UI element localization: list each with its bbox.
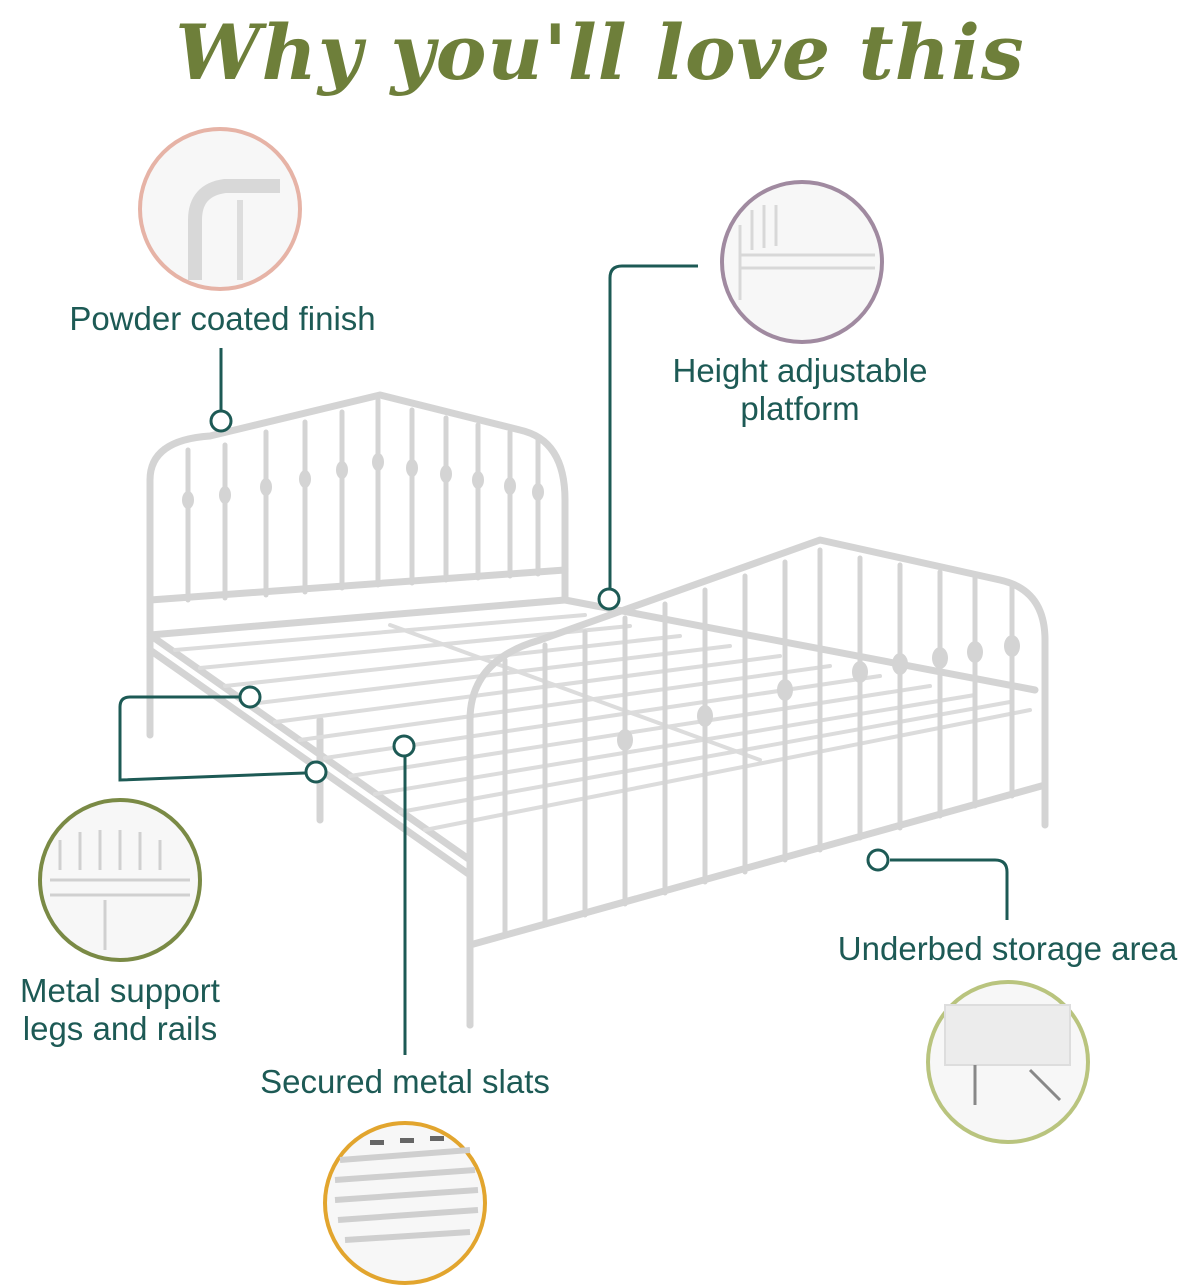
label-secured-metal-slats: Secured metal slats (260, 1063, 550, 1100)
label-powder-coated-finish: Powder coated finish (69, 300, 376, 337)
label-height-adjustable: Height adjustable platform (640, 352, 960, 428)
label-metal-support: Metal support legs and rails (0, 972, 240, 1048)
label-underbed-storage-area: Underbed storage area (837, 930, 1178, 967)
callout-dots (209, 409, 890, 872)
label-metal-support-line1: Metal support (20, 972, 220, 1009)
detail-circle-slats (323, 1121, 487, 1285)
detail-circle-height (720, 180, 884, 344)
callout-lines (118, 264, 1009, 1055)
detail-circle-powder (138, 127, 302, 291)
label-height-adjustable-line2: platform (740, 390, 860, 427)
finial-knobs (182, 453, 1020, 751)
label-height-adjustable-line1: Height adjustable (672, 352, 928, 389)
page-title: Why you'll love this (175, 8, 1025, 97)
label-metal-support-line2: legs and rails (22, 1010, 218, 1047)
